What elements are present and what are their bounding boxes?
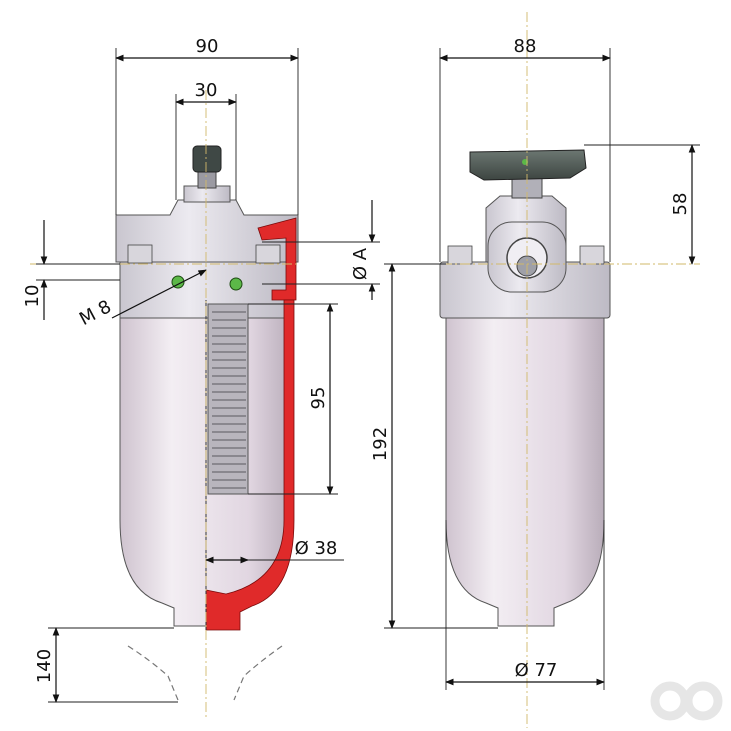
filter-ribs: [212, 311, 246, 489]
brand-logo-icon: [650, 681, 723, 721]
removal-outline: [127, 645, 283, 701]
label-flange-height: 10: [22, 285, 43, 308]
dimension-lines: [36, 48, 700, 703]
side-bolt-left: [447, 245, 473, 265]
label-total-height: 192: [370, 427, 391, 461]
side-bolt-right: [579, 245, 605, 265]
label-element-height: 95: [308, 387, 329, 410]
filter-element: [207, 303, 249, 495]
front-bolt-right: [255, 244, 281, 264]
label-port-diameter: Ø A: [350, 247, 371, 280]
label-width-side: 88: [514, 36, 537, 57]
label-bowl-diameter: Ø 77: [515, 660, 558, 681]
side-bowl: [445, 317, 605, 627]
knob-dot-icon: [522, 159, 528, 165]
front-view: [115, 145, 299, 701]
label-thread: M 8: [76, 296, 115, 330]
label-removal-clearance: 140: [34, 649, 55, 683]
side-view: [439, 149, 611, 627]
label-inlet-width: 30: [195, 80, 218, 101]
hole-right-icon: [229, 277, 243, 291]
front-bolt-left: [127, 244, 153, 264]
front-cap: [192, 145, 222, 173]
label-element-diameter: Ø 38: [295, 538, 338, 559]
cutaway-wall: [205, 299, 295, 631]
front-stem: [197, 169, 217, 189]
hole-left-icon: [171, 275, 185, 289]
label-width-front: 90: [196, 36, 219, 57]
label-height-knob: 58: [670, 193, 691, 216]
cutaway-head: [257, 217, 297, 301]
knob-icon: [469, 149, 587, 181]
